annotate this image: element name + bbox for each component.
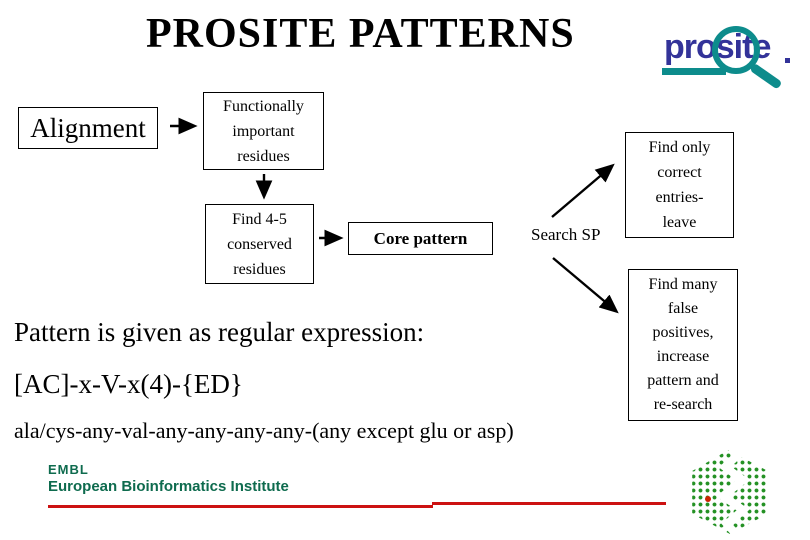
flow-box-functionally-important-residues: Functionally important residues [203, 92, 324, 170]
ebi-red-dot [705, 496, 711, 502]
page-title: PROSITE PATTERNS [146, 11, 575, 57]
institute-name-text: European Bioinformatics Institute [48, 478, 289, 495]
arrow-searchsp-to-findmany [552, 257, 619, 314]
arrow-searchsp-to-findonly [551, 163, 615, 218]
regex-pattern-text: [AC]-x-V-x(4)-{ED} [14, 369, 243, 399]
prosite-logo: prosite [658, 12, 792, 92]
flow-box-core-pattern: Core pattern [348, 222, 493, 255]
flow-box-find45-label: Find 4-5 conserved residues [227, 210, 292, 278]
flow-box-find-conserved-residues: Find 4-5 conserved residues [205, 204, 314, 284]
prosite-underline-swoosh [662, 68, 726, 75]
flow-box-find-only-correct: Find only correct entries- leave [625, 132, 734, 238]
flow-box-find-only-label: Find only correct entries- leave [648, 139, 711, 231]
ebi-helix-zigzag [716, 450, 750, 534]
flow-box-alignment: Alignment [18, 107, 158, 149]
flow-box-alignment-label: Alignment [30, 112, 146, 143]
prosite-trademark-dot [785, 58, 790, 63]
search-sp-label: Search SP [531, 225, 601, 244]
embl-logo-text: EMBL [48, 462, 89, 477]
pattern-intro-text: Pattern is given as regular expression: [14, 317, 425, 347]
ebi-hexagon-logo [688, 450, 772, 534]
flow-box-find-many-false-positives: Find many false positives, increase patt… [628, 269, 738, 421]
flow-box-functionally-label: Functionally important residues [223, 97, 304, 165]
pattern-explanation-text: ala/cys-any-val-any-any-any-any-(any exc… [14, 418, 514, 443]
magnifier-icon [712, 26, 760, 74]
footer-red-rule-left [48, 505, 433, 508]
flow-box-core-pattern-label: Core pattern [373, 228, 468, 248]
flow-box-find-many-label: Find many false positives, increase patt… [647, 276, 719, 413]
footer-red-rule-right [432, 502, 666, 505]
